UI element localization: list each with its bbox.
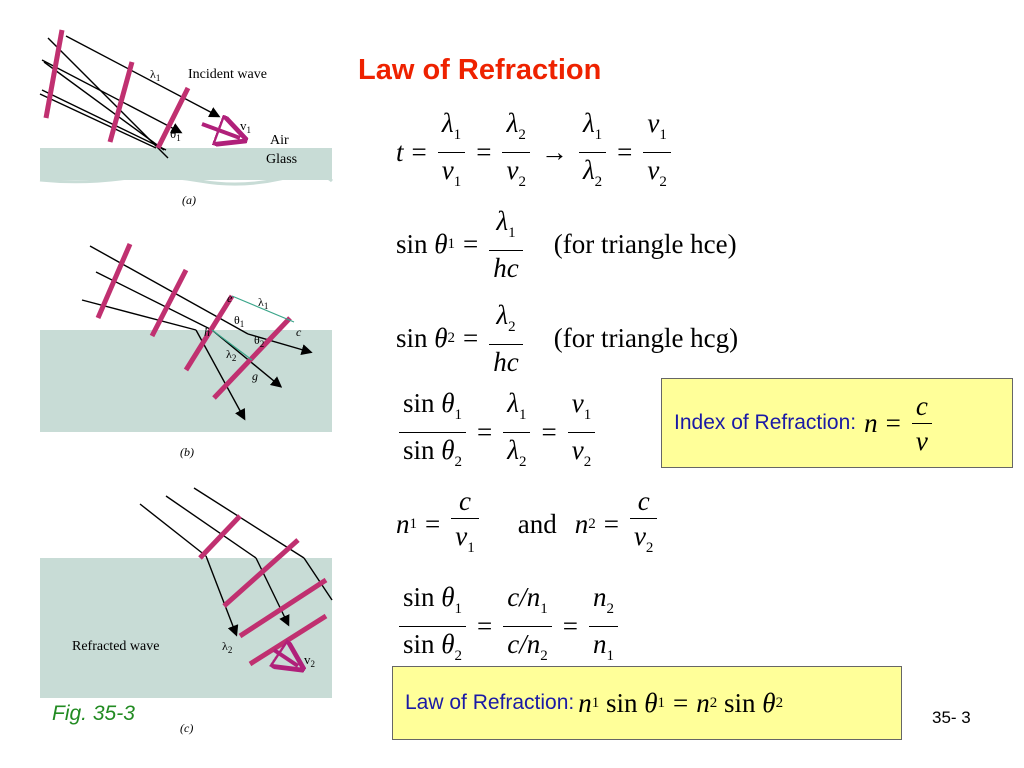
caption-b: (b) — [180, 445, 194, 459]
panel-a-lambda: λ1 — [150, 67, 160, 83]
panel-b-theta2: θ2 — [254, 333, 264, 349]
law-box-label: Law of Refraction: — [405, 691, 575, 714]
panel-a: λ1 Incident wave θ1 v1 Air Glass (a) — [39, 29, 334, 207]
panel-b: e h c g λ1 λ2 θ1 θ2 (b) — [40, 243, 332, 459]
panel-b-lambda1: λ1 — [258, 295, 268, 311]
refracted-wave-label: Refracted wave — [72, 639, 159, 654]
panel-c: Refracted wave λ2 v2 (c) — [40, 487, 333, 735]
label-h: h — [204, 325, 210, 339]
caption-c: (c) — [180, 721, 193, 735]
triangle-hcg-note: (for triangle hcg) — [553, 323, 739, 353]
panel-b-lambda2: λ2 — [226, 347, 236, 363]
figure-caption: Fig. 35-3 — [52, 702, 135, 725]
page-number: 35- 3 — [932, 708, 971, 727]
panel-b-theta1: θ1 — [234, 313, 244, 329]
label-e: e — [227, 291, 233, 305]
glass-label: Glass — [266, 152, 297, 167]
label-c: c — [296, 325, 302, 339]
panel-c-lambda: λ2 — [222, 639, 232, 655]
caption-a: (a) — [182, 193, 196, 207]
incident-wave-label: Incident wave — [188, 67, 267, 82]
triangle-hce-note: (for triangle hce) — [553, 229, 737, 259]
air-label: Air — [270, 133, 289, 148]
panel-a-theta: θ1 — [170, 126, 181, 143]
label-g: g — [252, 369, 258, 383]
refraction-figure: λ1 Incident wave θ1 v1 Air Glass (a) e h… — [39, 29, 334, 735]
panel-c-v: v2 — [304, 652, 315, 669]
index-box-label: Index of Refraction: — [674, 411, 857, 434]
slide-title: Law of Refraction — [358, 54, 602, 86]
panel-a-v: v1 — [240, 118, 251, 135]
